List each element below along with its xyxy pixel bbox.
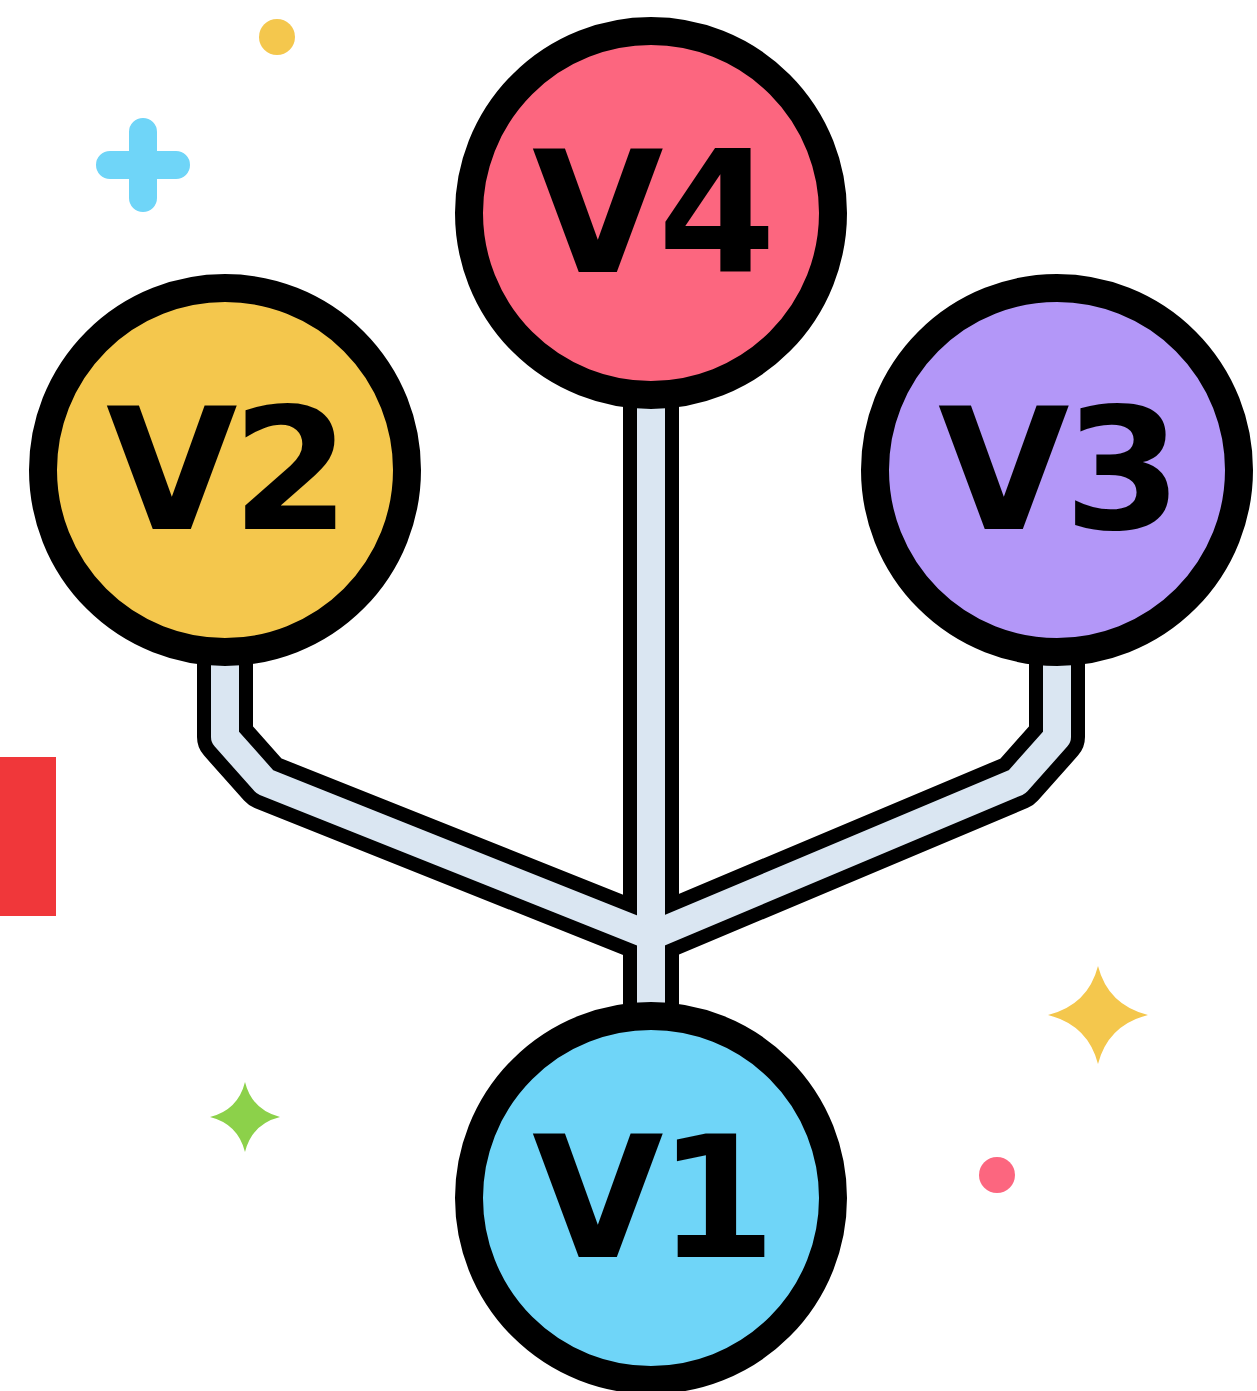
- decor-bar: [0, 757, 56, 916]
- node-label: V4: [532, 128, 770, 298]
- circle-shape: [469, 31, 833, 395]
- circle-node: V1: [455, 1002, 847, 1391]
- circle-node: V3: [861, 274, 1253, 666]
- pipe-connector-fill: [651, 662, 1057, 1006]
- circle-shape: [875, 288, 1239, 652]
- pipe-connector-fill: [637, 405, 665, 1006]
- decor-cross: [110, 132, 176, 198]
- pipe-connector: [651, 662, 1057, 1006]
- node-label: V3: [938, 385, 1176, 555]
- node-label: V1: [532, 1113, 770, 1283]
- circle-shape: [43, 288, 407, 652]
- pipe-connector-fill: [225, 662, 651, 1006]
- decor-star: [210, 1082, 280, 1152]
- circle-shape: [469, 1016, 833, 1380]
- node-label: V2: [106, 385, 344, 555]
- decor-star: [1048, 966, 1148, 1064]
- circle-node: V4: [455, 17, 847, 409]
- circle-node: V2: [29, 274, 421, 666]
- pipe-connector: [225, 662, 651, 1006]
- decor-dot: [979, 1157, 1015, 1193]
- decor-dot: [259, 19, 295, 55]
